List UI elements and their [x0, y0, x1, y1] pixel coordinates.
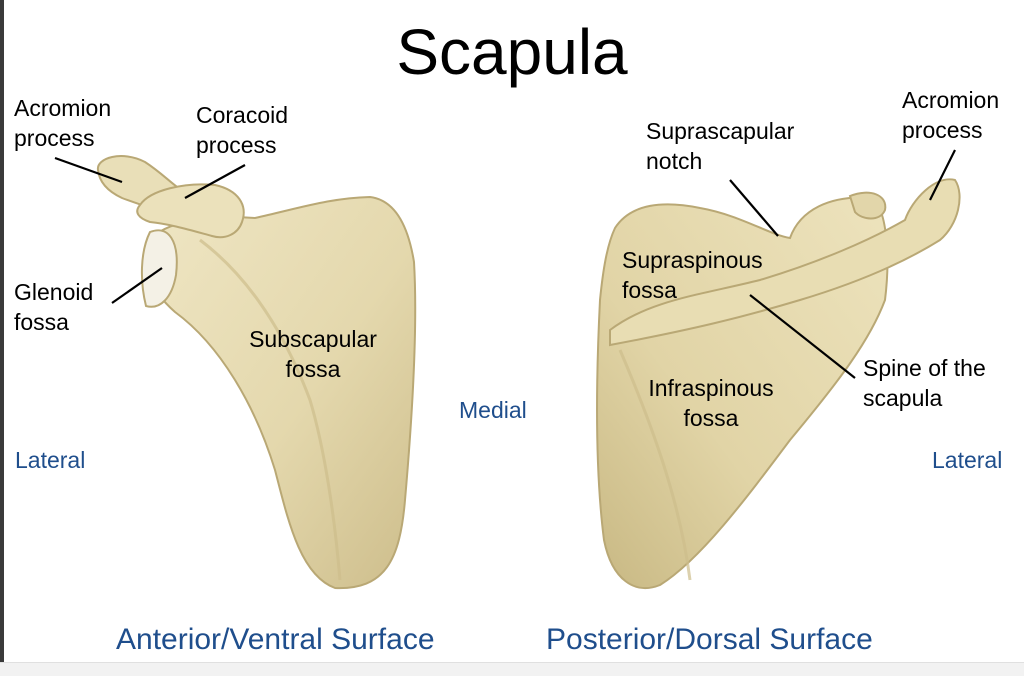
window-bottom-bar: [0, 662, 1024, 676]
posterior-scapula-bone: [596, 178, 961, 589]
page-title: Scapula: [396, 16, 628, 88]
leader-glenoid: [111, 267, 163, 304]
leader-acromion-anterior: [54, 156, 123, 184]
leader-coracoid: [184, 164, 246, 199]
leader-spine: [749, 294, 856, 379]
caption-posterior-surface: Posterior/Dorsal Surface: [546, 623, 873, 656]
label-lateral-left: Lateral: [15, 447, 86, 473]
window-left-edge: [0, 0, 4, 675]
label-medial: Medial: [459, 397, 527, 423]
leader-acromion-posterior: [929, 149, 956, 201]
posterior-coracoid: [848, 191, 887, 220]
posterior-ridge: [618, 349, 692, 581]
anterior-ridge: [199, 238, 342, 581]
posterior-spine: [609, 178, 961, 347]
leader-suprascapular-notch: [729, 179, 779, 237]
label-lateral-right: Lateral: [932, 447, 1003, 473]
anterior-scapula-bone: [96, 155, 417, 590]
anterior-blade: [145, 195, 417, 590]
caption-anterior-surface: Anterior/Ventral Surface: [116, 623, 435, 656]
anterior-coracoid: [136, 183, 245, 239]
leader-lines: [54, 149, 956, 379]
